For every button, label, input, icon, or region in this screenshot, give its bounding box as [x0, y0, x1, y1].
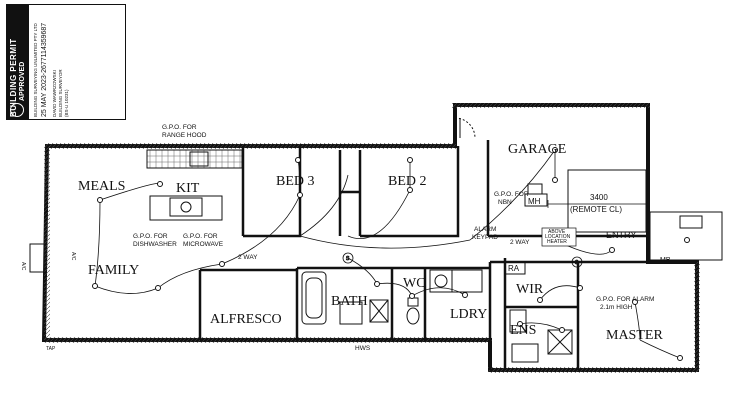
above-line3: HEATER [547, 239, 567, 245]
gpo-nbn-line2: NBN [498, 199, 512, 206]
gpo-alarm-line1: G.P.O. FOR ALARM [596, 296, 654, 303]
gpo-range-line2: RANGE HOOD [162, 132, 207, 139]
stamp-band [7, 5, 29, 119]
above-line2: LOCATION [545, 234, 571, 240]
room-garage: GARAGE [508, 142, 566, 157]
kitchen-counters [146, 149, 243, 221]
room-alfresco: ALFRESCO [210, 312, 282, 327]
room-wir: WIR [516, 282, 544, 297]
approved-check-icon [10, 103, 24, 117]
mh-label: MH [528, 197, 541, 206]
room-entry: ENTRY [606, 230, 636, 240]
gpo-range-line1: G.P.O. FOR [162, 124, 197, 131]
room-family: FAMILY [88, 263, 139, 278]
svg-text:S: S [575, 260, 579, 266]
room-master: MASTER [606, 328, 663, 343]
two-way-label-1: 2 WAY [238, 254, 258, 261]
room-ens: ENS [510, 323, 536, 338]
gpo-dish-line2: DISHWASHER [133, 241, 177, 248]
mb-label: MB [660, 257, 671, 264]
interior-walls [198, 140, 697, 370]
bath-fixtures [301, 269, 573, 363]
ac-left-label: A/C [20, 262, 26, 271]
gpo-alarm-line2: 2.1m HIGH [600, 304, 633, 311]
room-bath: BATH [331, 294, 368, 309]
room-meals: MEALS [78, 179, 125, 194]
dimension-line [547, 200, 647, 208]
alarm-line1: ALARM [474, 226, 496, 233]
alarm-line2: KEYPAD [472, 234, 498, 241]
wall-hatching [44, 103, 700, 373]
gpo-nbn-line1: G.P.O. FOR [494, 191, 529, 198]
svg-text:S: S [346, 256, 350, 262]
garage-door-track [454, 117, 647, 233]
room-bed2: BED 2 [388, 174, 427, 189]
smoke-detectors: S S [342, 252, 583, 268]
room-bed3: BED 3 [276, 174, 315, 189]
gpo-micro-line1: G.P.O. FOR [183, 233, 218, 240]
gpo-micro-line2: MICROWAVE [183, 241, 224, 248]
utility-boxes [29, 183, 723, 275]
hws-label: HWS [355, 345, 371, 352]
ac-right-label: A/C [70, 252, 76, 261]
remote-label: (REMOTE CL) [570, 205, 622, 214]
tap-label: TAP [46, 346, 56, 352]
room-ldry: LDRY [450, 307, 487, 322]
two-way-label-2: 2 WAY [510, 239, 530, 246]
ra-label: RA [508, 264, 520, 273]
gpo-dish-line1: G.P.O. FOR [133, 233, 168, 240]
building-permit-stamp: BUILDING PERMIT APPROVED BUILDING SURVEY… [6, 4, 126, 120]
room-kit: KIT [176, 181, 200, 196]
dimension-value: 3400 [590, 193, 608, 202]
heater-box [541, 227, 577, 247]
above-line1: ABOVE [548, 229, 566, 235]
light-points [92, 147, 690, 361]
room-wc: WC [403, 276, 426, 291]
